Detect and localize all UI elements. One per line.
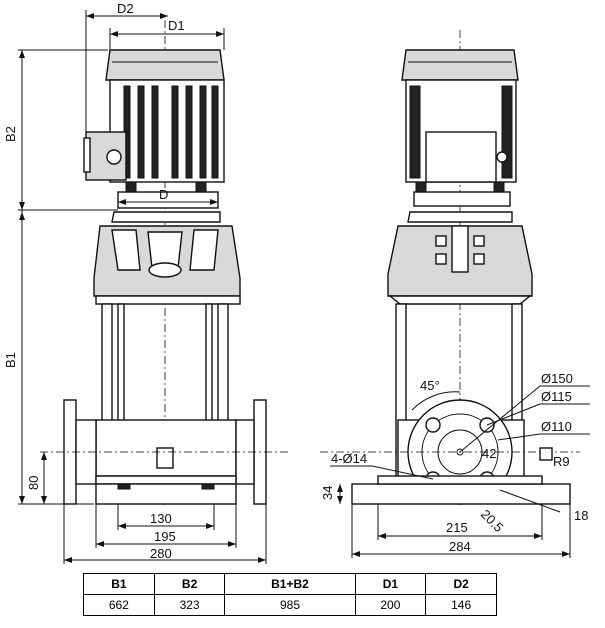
- label-195: 195: [154, 529, 176, 544]
- label-45deg: 45°: [420, 378, 440, 393]
- value-b1: 662: [83, 594, 155, 616]
- label-18: 18: [574, 508, 588, 523]
- side-view: 45° Ø150 Ø115 Ø110 42 R9 4-Ø14 34 20.5 1…: [320, 30, 590, 558]
- header-b2: B2: [153, 573, 226, 595]
- pump-drawing: D2 D1 B2 B1 80 D 130 195 280: [3, 1, 590, 564]
- cooling-fins: [123, 85, 219, 179]
- value-b1-b2: 985: [224, 594, 356, 616]
- label-b1: B1: [3, 352, 18, 368]
- front-view: D2 D1 B2 B1 80 D 130 195 280: [3, 1, 290, 564]
- label-dia115: Ø115: [541, 389, 572, 404]
- header-b1-b2: B1+B2: [224, 573, 356, 595]
- label-dia150: Ø150: [541, 371, 573, 386]
- label-r9: R9: [553, 454, 570, 469]
- label-80: 80: [26, 476, 41, 490]
- label-130: 130: [150, 511, 172, 526]
- value-d1: 200: [354, 594, 427, 616]
- table-row: 662 323 985 200 146: [83, 594, 497, 616]
- dimension-table: B1 B2 B1+B2 D1 D2 662 323 985 200 146: [83, 573, 497, 616]
- value-d2: 146: [425, 594, 497, 616]
- label-d: D: [159, 187, 168, 202]
- label-280: 280: [150, 546, 172, 561]
- value-b2: 323: [153, 594, 226, 616]
- label-b2: B2: [3, 126, 18, 142]
- label-42: 42: [482, 446, 496, 461]
- label-d2: D2: [117, 1, 134, 16]
- label-holes: 4-Ø14: [331, 451, 367, 466]
- cable-gland-icon: [106, 149, 122, 165]
- header-d2: D2: [425, 573, 497, 595]
- label-dia110: Ø110: [541, 419, 572, 434]
- label-20-5: 20.5: [478, 507, 507, 536]
- label-34: 34: [320, 486, 335, 500]
- header-d1: D1: [354, 573, 427, 595]
- table-header-row: B1 B2 B1+B2 D1 D2: [83, 573, 497, 595]
- gland-icon: [496, 151, 508, 163]
- label-d1: D1: [168, 18, 185, 33]
- label-215: 215: [446, 520, 468, 535]
- label-284: 284: [449, 539, 471, 554]
- header-b1: B1: [83, 573, 155, 595]
